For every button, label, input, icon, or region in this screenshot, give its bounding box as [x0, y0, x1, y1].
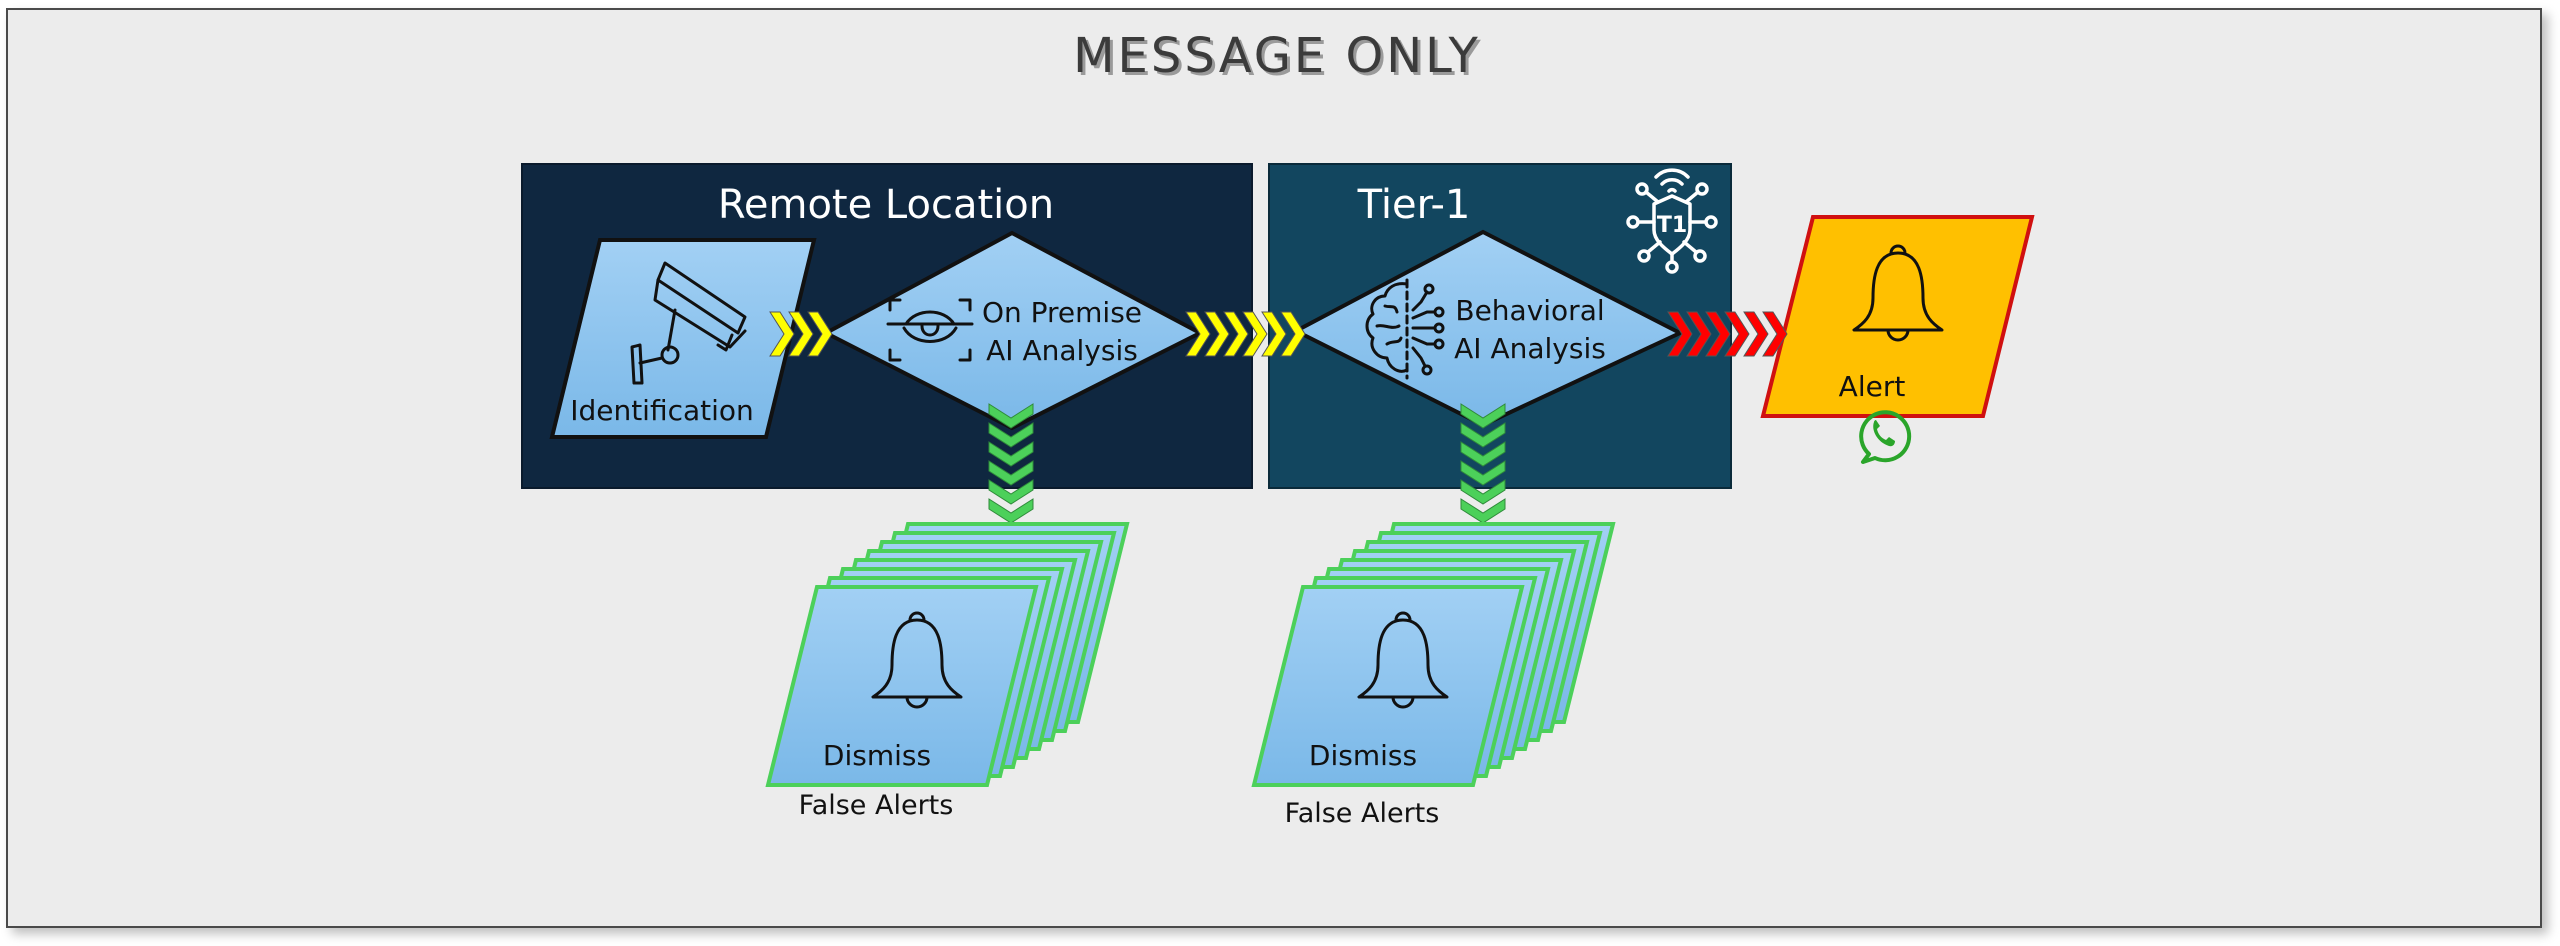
false-alerts-caption: False Alerts	[799, 790, 954, 821]
flow-green-3	[988, 403, 1034, 524]
dismiss-label: Dismiss	[823, 739, 931, 772]
slide-title: MESSAGE ONLY	[1073, 28, 1481, 84]
identification-shape: Identification	[549, 238, 817, 439]
flow-green-4	[1460, 403, 1506, 524]
flow-chevrons	[769, 311, 1788, 524]
chevron-red	[1743, 311, 1769, 357]
behavioral-analysis-diamond: Behavioral AI Analysis	[1291, 229, 1685, 428]
chevron-green	[1460, 498, 1506, 524]
chevron-green	[988, 479, 1034, 505]
alert-label: Alert	[1839, 370, 1906, 403]
chevron-yellow	[1261, 311, 1287, 357]
chevron-yellow	[807, 311, 833, 357]
chevron-green	[988, 460, 1034, 486]
chevron-green	[988, 422, 1034, 448]
false-alert-card-front	[1251, 585, 1525, 787]
flow-red-2	[1667, 311, 1788, 357]
chevron-yellow	[1185, 311, 1211, 357]
behavioral-line1: Behavioral	[1455, 294, 1604, 327]
remote-location-title: Remote Location	[718, 182, 1054, 228]
chevron-green	[988, 403, 1034, 429]
eye-scan-icon	[886, 298, 974, 362]
chevron-green	[1460, 479, 1506, 505]
chevron-red	[1705, 311, 1731, 357]
behavioral-line2: AI Analysis	[1454, 332, 1606, 365]
on-premise-line2: AI Analysis	[986, 334, 1138, 367]
chevron-yellow	[1223, 311, 1249, 357]
false-alerts-caption: False Alerts	[1285, 798, 1440, 829]
chevron-green	[988, 441, 1034, 467]
chevron-yellow	[1280, 311, 1306, 357]
chevron-yellow	[788, 311, 814, 357]
chevron-red	[1686, 311, 1712, 357]
security-camera-icon	[630, 261, 747, 385]
chevron-green	[988, 498, 1034, 524]
flow-yellow-0	[769, 311, 833, 357]
t1-logo-text: T1	[1657, 213, 1687, 238]
shield-network-icon: T1	[1626, 168, 1718, 274]
tier1-title: Tier-1	[1357, 182, 1471, 228]
chevron-green	[1460, 422, 1506, 448]
chevron-yellow	[1242, 311, 1268, 357]
chevron-yellow	[1204, 311, 1230, 357]
on-premise-analysis-diamond: On Premise AI Analysis	[821, 230, 1205, 431]
flow-yellow-1	[1185, 311, 1306, 357]
dismiss-label: Dismiss	[1309, 739, 1417, 772]
identification-label: Identification	[570, 394, 754, 427]
brain-circuit-icon	[1365, 278, 1445, 380]
on-premise-line1: On Premise	[982, 296, 1142, 329]
chevron-green	[1460, 403, 1506, 429]
chevron-green	[1460, 441, 1506, 467]
chevron-red	[1724, 311, 1750, 357]
chevron-red	[1762, 311, 1788, 357]
slide-title-shadow: MESSAGE ONLY	[1076, 31, 1484, 87]
whatsapp-icon[interactable]	[1859, 410, 1912, 464]
chevron-red	[1667, 311, 1693, 357]
chevron-yellow	[769, 311, 795, 357]
chevron-green	[1460, 460, 1506, 486]
alert-shape: Alert	[1760, 215, 2035, 418]
false-alert-card-front	[765, 585, 1039, 787]
